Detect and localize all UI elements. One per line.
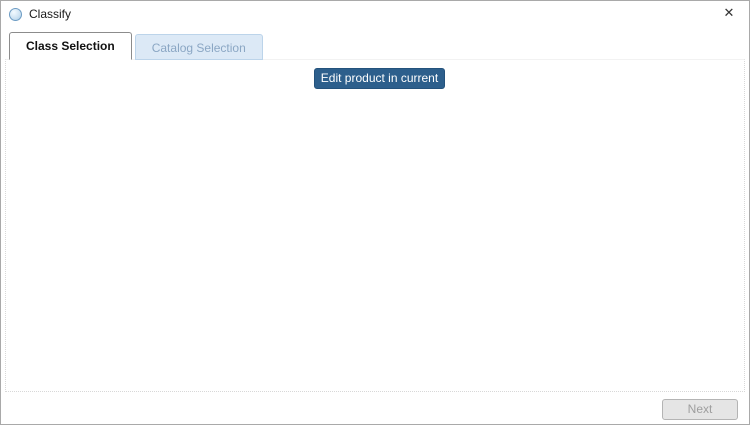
tab-panel [5,59,745,392]
tab-catalog-selection[interactable]: Catalog Selection [134,34,263,60]
title-bar: Classify ✕ [1,1,749,27]
next-button[interactable]: Next [662,399,738,420]
close-icon[interactable]: ✕ [723,5,735,20]
classify-app-icon [9,7,22,21]
window-title: Classify [29,7,72,21]
edit-product-button[interactable]: Edit product in current class [314,68,445,104]
tab-strip: Class Selection Catalog Selection [9,32,263,60]
tab-class-selection[interactable]: Class Selection [9,32,132,60]
